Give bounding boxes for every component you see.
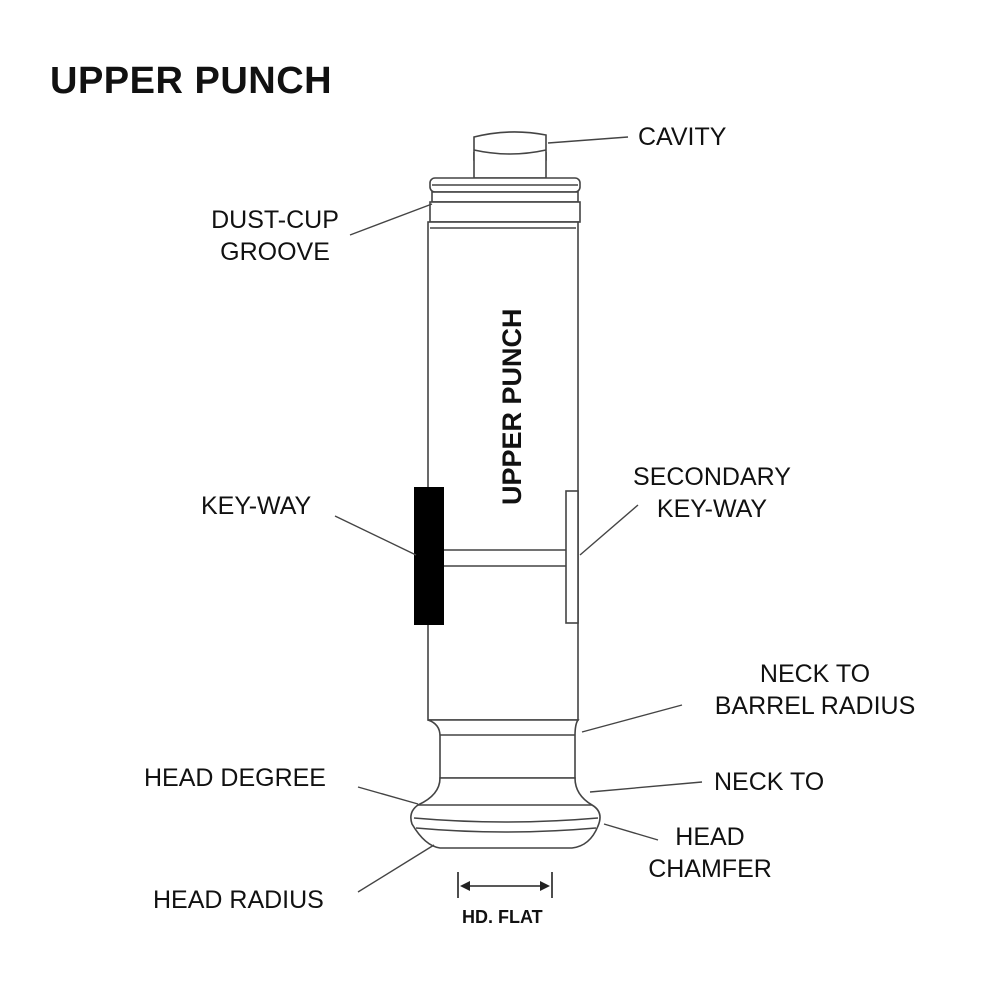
secondary-key-way-slot (444, 490, 579, 624)
label-key-way: KEY-WAY (201, 492, 312, 520)
diagram-title: UPPER PUNCH (50, 60, 333, 102)
label-hd-flat: HD. FLAT (462, 907, 543, 927)
label-cavity: CAVITY (638, 123, 727, 151)
leader-dust-cup (349, 203, 433, 236)
leader-key-way (334, 515, 417, 556)
punch-neck (427, 719, 580, 779)
leader-cavity (547, 136, 629, 144)
label-neck-to-barrel-radius: NECK TO BARREL RADIUS (714, 660, 916, 720)
label-head-radius: HEAD RADIUS (153, 886, 324, 914)
barrel-text: UPPER PUNCH (497, 308, 527, 505)
key-way-block (414, 487, 444, 625)
leader-head-degree (357, 786, 419, 805)
punch-tip (473, 131, 547, 179)
leader-neck-barrel (581, 704, 683, 733)
hd-flat-dimension (457, 872, 553, 898)
dust-cup-ring (429, 177, 581, 223)
leader-neck-to (589, 781, 703, 793)
leader-secondary-key-way (579, 504, 639, 556)
leader-lines (334, 136, 703, 893)
leader-head-radius (357, 844, 435, 893)
leader-head-chamfer (603, 823, 659, 841)
punch-head (410, 777, 601, 849)
label-secondary-key-way: SECONDARY KEY-WAY (633, 463, 791, 523)
label-head-degree: HEAD DEGREE (144, 764, 326, 792)
label-neck-to: NECK TO (714, 768, 825, 796)
label-head-chamfer: HEAD CHAMFER (648, 823, 772, 883)
label-dust-cup-groove: DUST-CUP GROOVE (211, 206, 339, 266)
